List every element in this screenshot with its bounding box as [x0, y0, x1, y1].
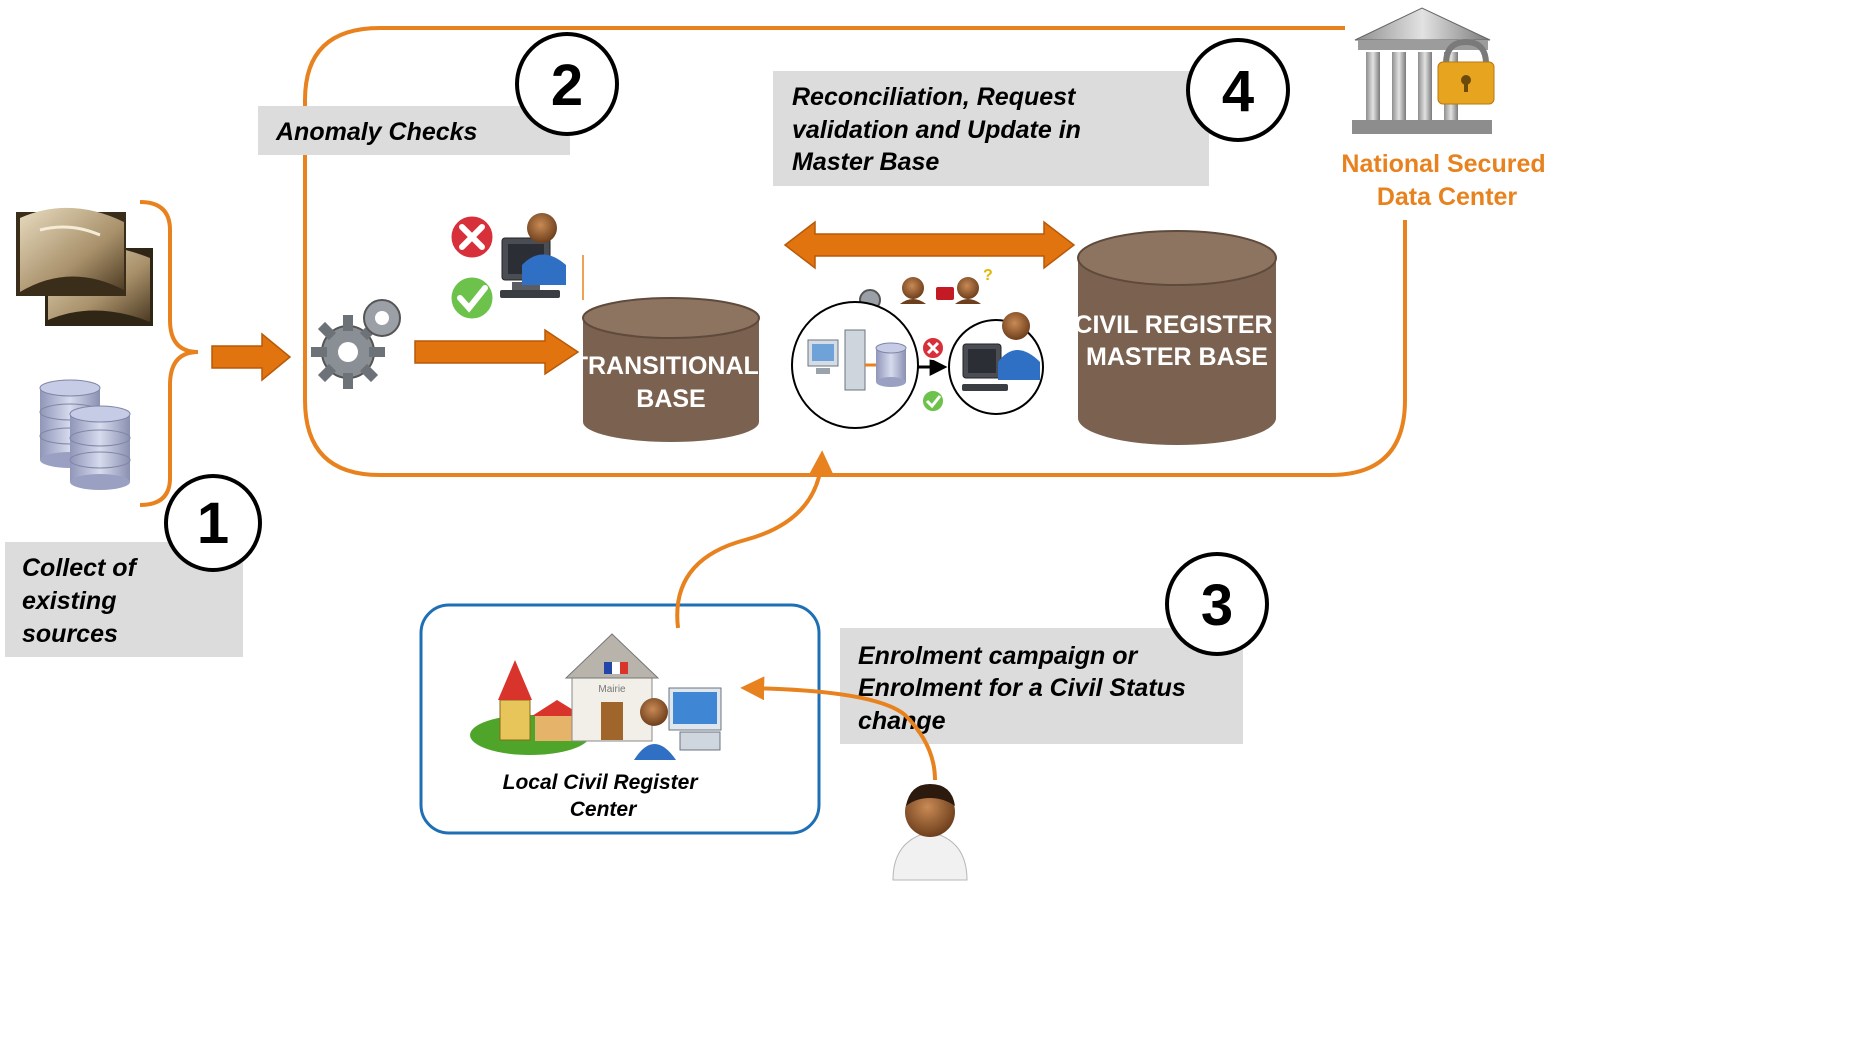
- citizen-icon: [892, 784, 968, 881]
- town-hall-icon: Mairie: [470, 633, 722, 760]
- reconciliation-double-arrow: [783, 220, 1076, 270]
- local-center-label: Local Civil Register Center: [503, 771, 704, 821]
- svg-text:4: 4: [1222, 59, 1254, 124]
- server-icon: [807, 329, 907, 391]
- caption-step4: Reconciliation, Request validation and U…: [792, 83, 1088, 176]
- caption-box-step2: [258, 106, 570, 155]
- citizen-to-local-arrow: [740, 676, 937, 781]
- transitional-base-label: TRANSITIONAL BASE: [573, 352, 766, 413]
- check-icon: [448, 274, 496, 322]
- small-check-icon: [921, 389, 945, 413]
- sources-brace: [139, 200, 199, 507]
- master-base-label: CIVIL REGISTER MASTER BASE: [1074, 311, 1279, 371]
- data-center-label: National Secured Data Center: [1341, 150, 1552, 211]
- caption-step2: Anomaly Checks: [275, 118, 478, 146]
- gears-icon: [311, 299, 401, 389]
- master-base-cylinder: [1077, 230, 1277, 445]
- reviewer-icon: [962, 312, 1040, 391]
- caption-box-step4: [773, 71, 1209, 186]
- people-icon: ?: [900, 267, 993, 304]
- book-icon: [16, 207, 153, 326]
- step-badge-4: 4: [1186, 38, 1290, 142]
- local-to-center-arrow: [675, 450, 834, 629]
- step-badge-2: 2: [515, 32, 619, 136]
- operator-icon: [500, 213, 566, 298]
- caption-step1: Collect of existing sources: [22, 554, 143, 648]
- svg-text:2: 2: [551, 53, 583, 118]
- step-badge-3: 3: [1165, 552, 1269, 656]
- svg-text:3: 3: [1201, 573, 1233, 638]
- caption-step3: Enrolment campaign or Enrolment for a Ci…: [858, 642, 1193, 735]
- step-badge-1: 1: [164, 474, 262, 572]
- bank-lock-icon: [1352, 7, 1495, 134]
- data-center-frame: [303, 26, 1407, 477]
- database-stack-icon: [39, 379, 131, 490]
- sources-to-frame-arrow: [211, 332, 292, 382]
- checks-to-transitional-arrow: [414, 328, 580, 376]
- svg-text:?: ?: [983, 267, 993, 284]
- transitional-base-cylinder: [582, 255, 760, 442]
- svg-text:1: 1: [197, 491, 229, 556]
- error-icon: [448, 213, 496, 261]
- svg-text:Mairie: Mairie: [598, 684, 626, 695]
- small-error-icon: [921, 336, 945, 360]
- caption-box-step3: [840, 628, 1243, 744]
